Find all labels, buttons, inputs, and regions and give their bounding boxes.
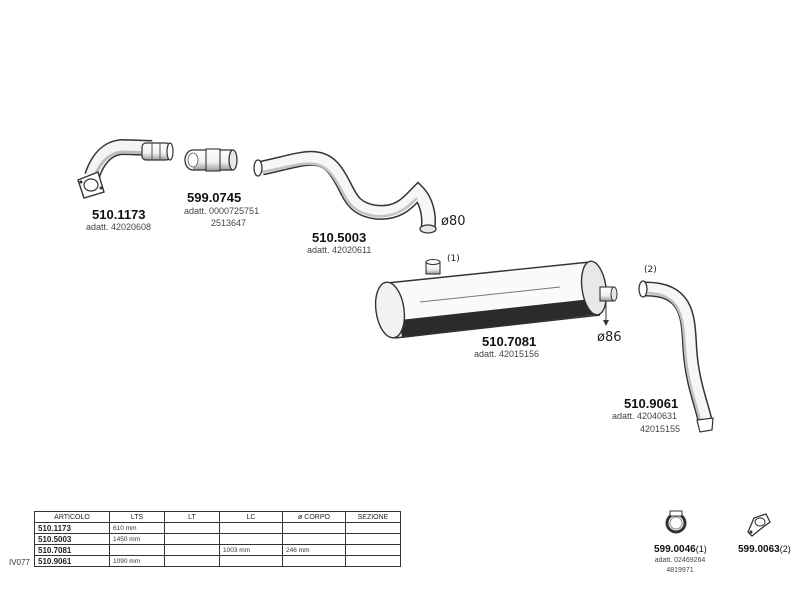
col-sezione: SEZIONE — [345, 511, 401, 523]
sleeve-599-0745 — [184, 148, 238, 172]
cell-lc — [219, 533, 283, 545]
diameter-80-label: ø80 — [441, 214, 466, 229]
part-ref-510-5003: adatt. 42020611 — [307, 245, 372, 255]
cell-corpo: 246 mm — [282, 544, 346, 556]
accessory-code-599-0046: 599.0046(1) — [654, 544, 707, 555]
cell-corpo — [282, 555, 346, 567]
col-lts: LTS — [109, 511, 165, 523]
table-header-row: ARTICOLO LTS LT LC ø CORPO SEZIONE — [34, 511, 401, 523]
part-ref-599-0745: adatt. 0000725751 — [184, 206, 260, 216]
cell-articolo: 510.7081 — [34, 544, 110, 556]
table-row: 510.1173 610 mm — [34, 522, 401, 534]
cell-lc: 1003 mm — [219, 544, 283, 556]
diameter-86-arrow — [603, 302, 609, 326]
part-ref-510-9061: adatt. 42040631 — [612, 411, 678, 421]
table-row: 510.5003 1450 mm — [34, 533, 401, 545]
clamp-599-0046 — [665, 510, 687, 534]
marker-1: (1) — [447, 254, 460, 264]
table-row: 510.7081 1003 mm 246 mm — [34, 544, 401, 556]
cell-sezione — [345, 533, 401, 545]
part-code-599-0745: 599.0745 — [187, 190, 242, 205]
part-ref-599-0745-alt: 2513647 — [211, 218, 247, 228]
cell-sezione — [345, 555, 401, 567]
cell-lt — [164, 544, 220, 556]
accessory-code-599-0063: 599.0063(2) — [738, 544, 791, 555]
cell-lts: 1090 mm — [109, 555, 165, 567]
col-articolo: ARTICOLO — [34, 511, 110, 523]
table-reference: IV077 — [9, 558, 30, 567]
cell-lc — [219, 522, 283, 534]
cell-lt — [164, 522, 220, 534]
part-code-510-1173: 510.1173 — [92, 207, 146, 222]
cell-lts: 610 mm — [109, 522, 165, 534]
pipe-510-1173 — [77, 138, 174, 199]
cell-articolo: 510.5003 — [34, 533, 110, 545]
cell-lts — [109, 544, 165, 556]
cell-lt — [164, 555, 220, 567]
part-code-510-9061: 510.9061 — [624, 396, 679, 411]
cell-articolo: 510.9061 — [34, 555, 110, 567]
col-corpo: ø CORPO — [282, 511, 346, 523]
spec-table: ARTICOLO LTS LT LC ø CORPO SEZIONE 510.1… — [34, 511, 401, 567]
cell-lc — [219, 555, 283, 567]
marker-2: (2) — [644, 265, 657, 275]
cell-sezione — [345, 544, 401, 556]
cell-sezione — [345, 522, 401, 534]
part-ref-510-9061-alt: 42015155 — [640, 424, 681, 434]
bracket-599-0063 — [747, 513, 771, 537]
cell-corpo — [282, 533, 346, 545]
part-ref-510-1173: adatt. 42020608 — [86, 222, 152, 232]
table-row: 510.9061 1090 mm — [34, 555, 401, 567]
pipe-510-5003 — [253, 150, 437, 234]
cell-articolo: 510.1173 — [34, 522, 110, 534]
cell-lts: 1450 mm — [109, 533, 165, 545]
part-code-510-5003: 510.5003 — [312, 230, 367, 245]
diameter-86-label: ø86 — [597, 330, 622, 345]
silencer-510-7081 — [374, 259, 618, 339]
cell-corpo — [282, 522, 346, 534]
cell-lt — [164, 533, 220, 545]
part-ref-510-7081: adatt. 42015156 — [474, 349, 540, 359]
pipe-510-9061 — [638, 280, 714, 433]
part-code-510-7081: 510.7081 — [482, 334, 537, 349]
col-lt: LT — [164, 511, 220, 523]
col-lc: LC — [219, 511, 283, 523]
